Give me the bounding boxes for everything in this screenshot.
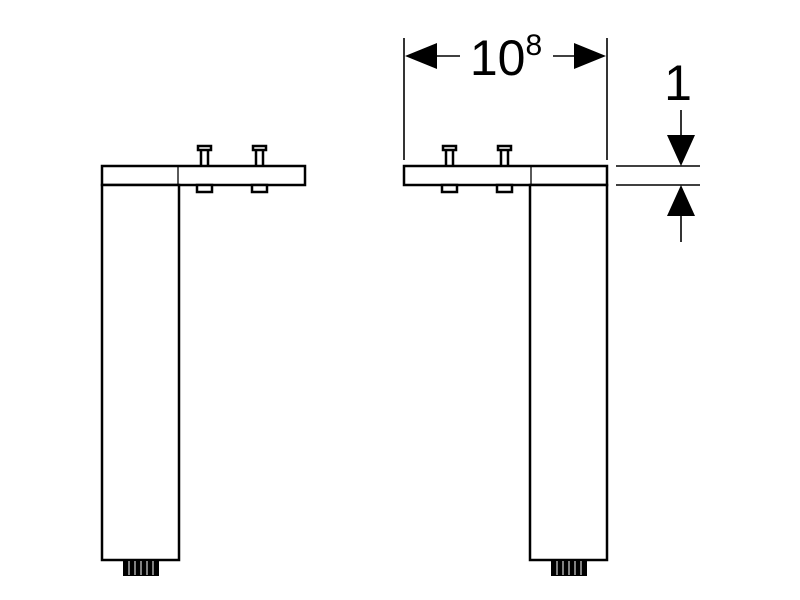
- left-leg-body: [100, 183, 181, 562]
- right-nuts: [440, 183, 514, 194]
- right-leg-body: [528, 183, 609, 562]
- right-adjustable-foot: [551, 560, 587, 576]
- width-arrow-right: [574, 43, 606, 69]
- width-arrow-left: [405, 43, 437, 69]
- left-nut-1: [195, 183, 214, 194]
- right-mounting-studs: [441, 144, 513, 169]
- right-stud-1-cap: [441, 144, 458, 152]
- right-leg-assembly: [402, 144, 609, 576]
- left-stud-2-cap: [251, 144, 268, 152]
- left-stud-1-cap: [196, 144, 213, 152]
- thickness-arrow-top: [667, 135, 695, 166]
- left-mounting-plate: [100, 164, 307, 187]
- right-stud-2-cap: [496, 144, 513, 152]
- thickness-dimension: 1: [616, 55, 700, 242]
- width-dimension: 108: [403, 29, 608, 160]
- left-mounting-studs: [196, 144, 268, 169]
- right-nut-1: [440, 183, 459, 194]
- left-leg-assembly: [100, 144, 307, 576]
- right-mounting-plate: [402, 164, 609, 187]
- left-nut-2: [250, 183, 269, 194]
- right-nut-2: [495, 183, 514, 194]
- left-nuts: [195, 183, 269, 194]
- width-dimension-label: 108: [470, 29, 542, 86]
- thickness-arrow-bottom: [667, 185, 695, 216]
- thickness-dimension-label: 1: [664, 55, 692, 111]
- left-adjustable-foot: [123, 560, 159, 576]
